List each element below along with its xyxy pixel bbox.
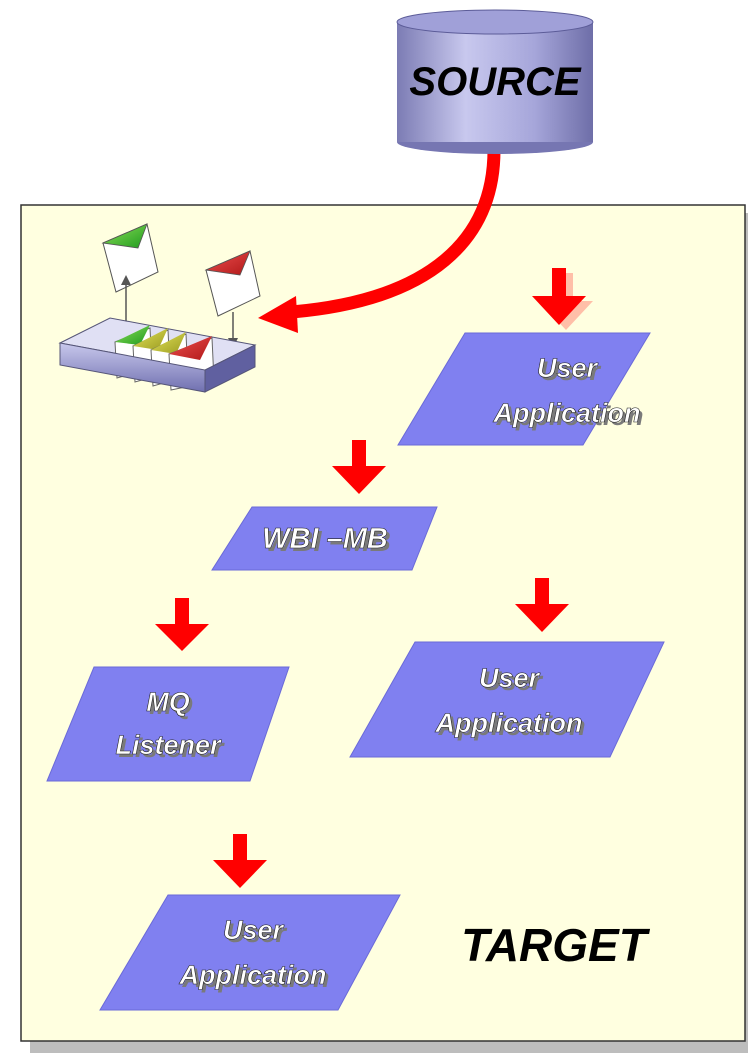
svg-text:Listener: Listener (118, 733, 225, 763)
down-arrow-icon (213, 834, 267, 888)
svg-text:Application: Application (496, 401, 644, 431)
user-application-bottom-line2: Application (179, 960, 327, 990)
mq-listener-line1: MQ (146, 687, 190, 717)
user-application-middle-line1: User (479, 663, 541, 693)
source-database-icon: SOURCE (396, 9, 594, 154)
down-arrow-icon (532, 268, 593, 330)
source-to-queue-arrow (258, 149, 501, 333)
user-application-bottom-line1: User (223, 915, 285, 945)
user-application-node-top: User User Application Application (397, 332, 651, 446)
wbi-mb-node: WBI –MB WBI –MB (211, 506, 438, 571)
user-application-middle-line2: Application (435, 708, 583, 738)
user-application-node-bottom: User User Application Application (99, 894, 401, 1011)
user-application-node-middle: User User Application Application (349, 641, 665, 758)
mq-listener-line2: Listener (115, 730, 222, 760)
svg-text:Application: Application (438, 711, 586, 741)
target-label: TARGET (461, 919, 651, 971)
down-arrow-icon (155, 598, 209, 651)
svg-text:MQ: MQ (149, 690, 193, 720)
svg-text:User: User (540, 356, 602, 386)
wbi-mb-label: WBI –MB (262, 523, 388, 555)
svg-text:WBI –MB: WBI –MB (265, 526, 391, 558)
svg-text:User: User (482, 666, 544, 696)
svg-text:Application: Application (182, 963, 330, 993)
down-arrow-icon (332, 440, 386, 494)
svg-text:User: User (226, 918, 288, 948)
message-queue-icon (58, 223, 261, 393)
down-arrow-icon (515, 578, 569, 632)
user-application-top-line2: Application (493, 398, 641, 428)
user-application-top-line1: User (537, 353, 599, 383)
mq-listener-node: MQ MQ Listener Listener (46, 666, 290, 782)
source-label: SOURCE (409, 60, 581, 104)
